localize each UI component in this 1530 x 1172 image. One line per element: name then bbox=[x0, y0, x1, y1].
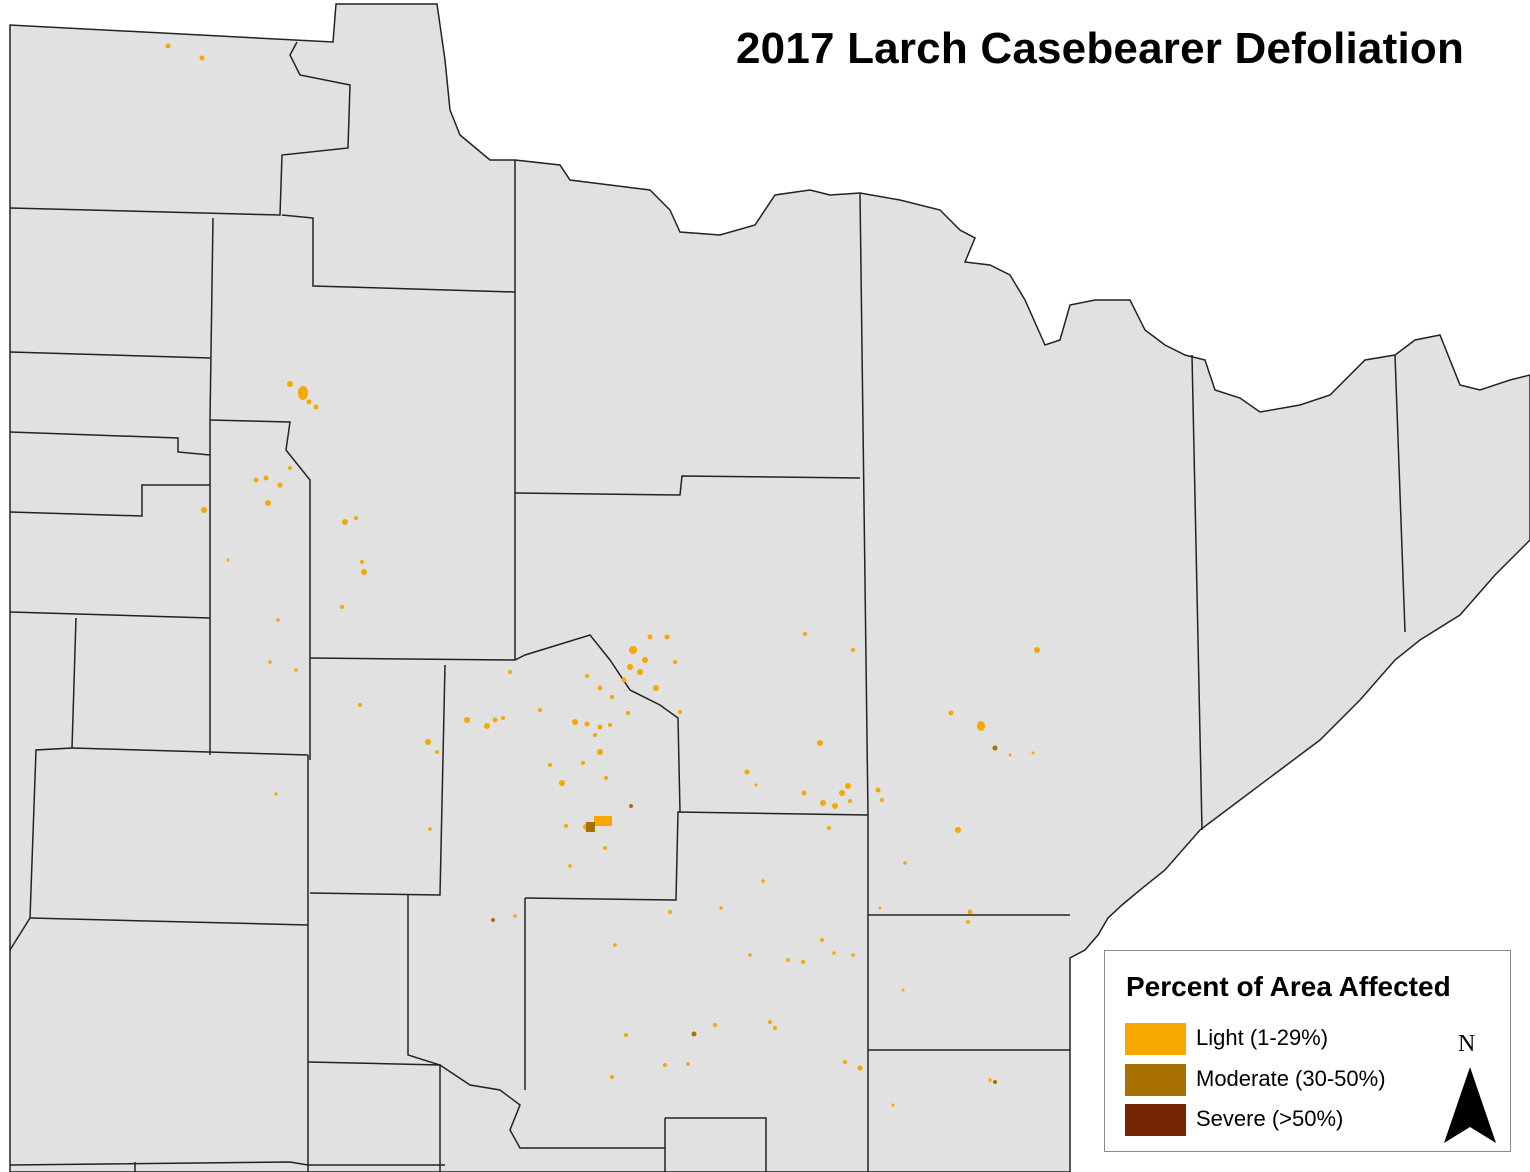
map-title: 2017 Larch Casebearer Defoliation bbox=[736, 24, 1465, 73]
legend-swatch-severe bbox=[1125, 1104, 1186, 1136]
legend-title: Percent of Area Affected bbox=[1126, 971, 1451, 1002]
legend-item-light: Light (1-29%) bbox=[1125, 1023, 1425, 1055]
legend-label-moderate: Moderate (30-50%) bbox=[1196, 1066, 1386, 1091]
legend-swatch-light bbox=[1125, 1023, 1186, 1055]
north-label: N bbox=[1458, 1031, 1476, 1057]
north-arrow-icon bbox=[1444, 1067, 1496, 1143]
legend: Percent of Area Affected Light (1-29%) M… bbox=[1104, 950, 1511, 1152]
legend-swatch-moderate bbox=[1125, 1064, 1186, 1096]
legend-label-light: Light (1-29%) bbox=[1196, 1025, 1329, 1050]
county-boundaries bbox=[9, 41, 1406, 1172]
north-arrow: N bbox=[1442, 1031, 1498, 1147]
defoliation-light bbox=[165, 43, 1040, 1107]
legend-item-moderate: Moderate (30-50%) bbox=[1125, 1064, 1425, 1096]
land-mass bbox=[9, 3, 1530, 1172]
legend-label-severe: Severe (>50%) bbox=[1196, 1106, 1344, 1131]
legend-item-severe: Severe (>50%) bbox=[1125, 1104, 1425, 1136]
defoliation-moderate bbox=[491, 745, 998, 1084]
